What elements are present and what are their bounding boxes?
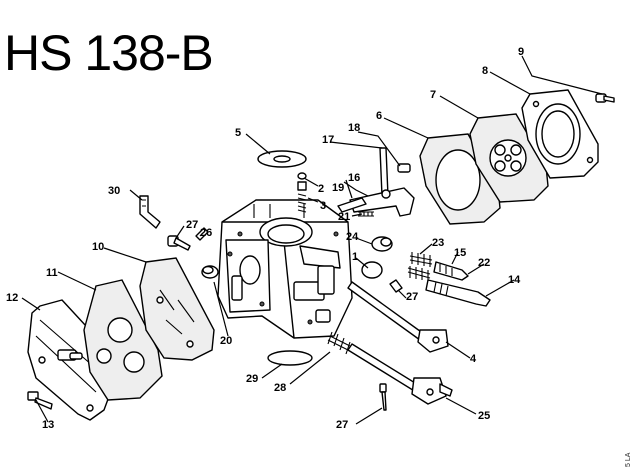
callout-27-top: 27 [186,219,198,231]
callout-18: 18 [348,122,360,134]
cover-screw-part [27,391,53,410]
callout-14: 14 [508,274,521,286]
callout-27-bottom: 27 [336,419,348,431]
callout-1: 1 [352,251,358,263]
callout-5: 5 [235,127,241,139]
diagram-title: HS 138-B [4,25,213,81]
callout-27-middle: 27 [406,291,418,303]
pump-cover-part [27,299,119,421]
callout-19: 19 [332,182,344,194]
plug-part [201,265,219,279]
metering-disc-part [257,150,307,168]
callout-30: 30 [108,185,120,197]
callout-labels: 9 8 7 6 18 17 5 2 3 16 19 21 24 1 23 15 … [6,46,524,431]
inlet-needle-part [297,172,307,213]
callout-29: 29 [246,373,258,385]
callout-17: 17 [322,134,334,146]
callout-24: 24 [346,231,359,243]
lever-shaft-part [337,147,415,217]
image-code: 5 LA [625,452,632,467]
throttle-valve-part [267,350,313,366]
carburetor-body-part [217,199,353,339]
callout-16: 16 [348,172,360,184]
callout-23: 23 [432,237,444,249]
callout-12: 12 [6,292,18,304]
choke-shaft-part [347,343,453,405]
callout-3: 3 [320,200,326,212]
high-speed-screw-part [425,279,491,307]
pump-diaphragm-part [139,257,215,361]
small-screw-middle-part [389,279,403,293]
return-spring-part [327,331,351,355]
callout-2: 2 [318,183,324,195]
callout-4: 4 [470,353,477,365]
lever-screw-part [397,163,411,173]
metering-cover-part [521,89,599,179]
callout-6: 6 [376,110,382,122]
callout-20: 20 [220,335,232,347]
callout-22: 22 [478,257,490,269]
callout-25: 25 [478,410,490,422]
callout-8: 8 [482,65,488,77]
adjusting-springs-part [407,252,433,282]
inlet-fitting-part [139,195,161,229]
callout-21: 21 [338,211,350,223]
low-speed-screw-part [433,261,469,281]
callout-11: 11 [46,267,58,279]
leader-lines [21,55,603,425]
check-ball-part [361,261,383,279]
throttle-shaft-part [347,281,449,353]
pump-gasket-part [83,279,163,401]
callout-28: 28 [274,382,286,394]
metering-cover-screw-part [595,93,615,103]
welch-plug-part [371,236,393,252]
small-screw-bottom-part [379,383,387,411]
callout-9: 9 [518,46,524,58]
callout-10: 10 [92,241,104,253]
callout-13: 13 [42,419,54,431]
callout-26: 26 [200,227,212,239]
callout-15: 15 [454,247,466,259]
callout-7: 7 [430,89,436,101]
